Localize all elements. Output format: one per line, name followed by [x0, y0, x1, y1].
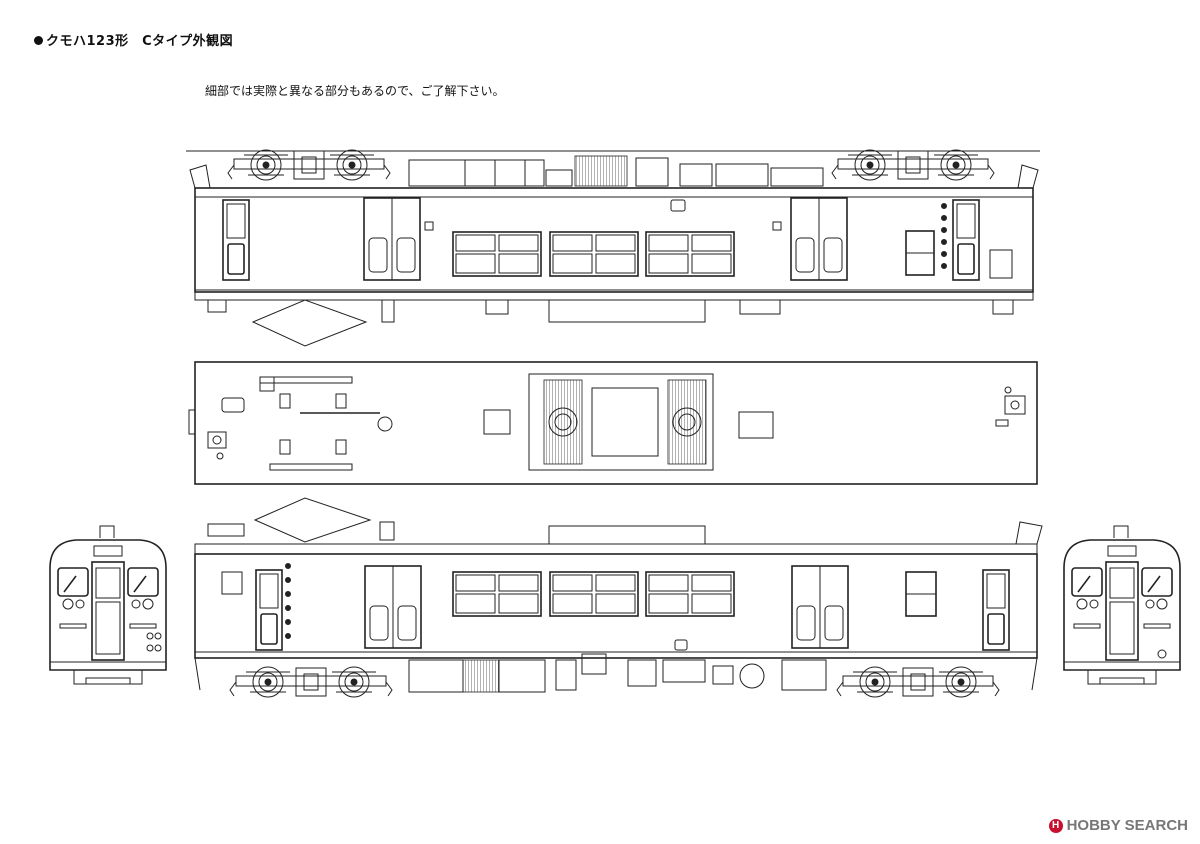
roof-view [188, 361, 1038, 485]
side-view-upper [186, 149, 1040, 347]
front-view-left [49, 525, 167, 685]
page-title: クモハ123形 Cタイプ外観図 [34, 30, 233, 49]
front-view-right [1063, 525, 1181, 685]
watermark: H HOBBY SEARCH [1048, 817, 1188, 834]
title-text: クモハ123形 Cタイプ外観図 [46, 34, 234, 49]
disclaimer-note: 細部では実際と異なる部分もあるので、ご了解下さい。 [205, 84, 505, 98]
hobby-search-logo-icon: H [1048, 818, 1063, 833]
side-view-lower [194, 497, 1043, 698]
bullet-icon [34, 36, 43, 45]
watermark-text: HOBBY SEARCH [1066, 817, 1188, 834]
